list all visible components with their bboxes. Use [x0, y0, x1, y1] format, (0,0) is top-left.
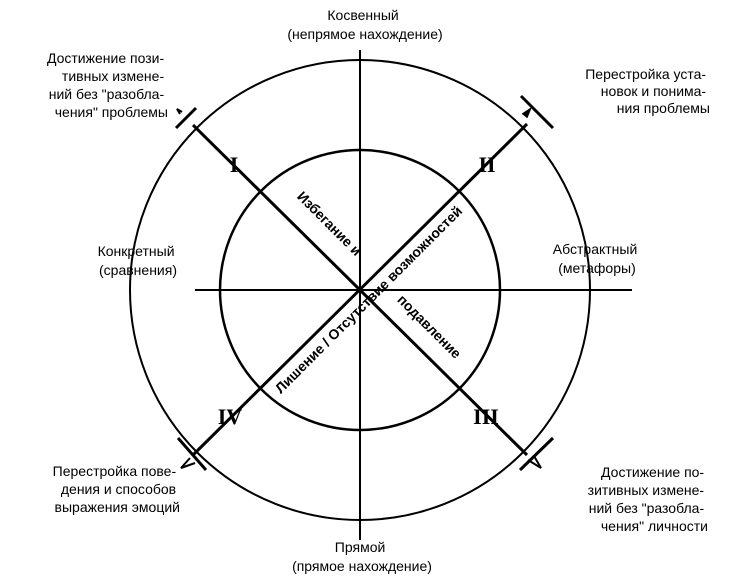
suppression-label: подавление [394, 291, 464, 361]
bottom-right-arrow-icon [527, 455, 542, 469]
top-left-arrow-icon [176, 108, 183, 115]
bottom-axis-label: Прямой (прямое нахождение) [292, 539, 432, 574]
right-axis-label: Абстрактный (метафоры) [553, 241, 641, 276]
bottom-left-arrow-icon [180, 457, 196, 469]
left-axis-label: Конкретный (сравнения) [98, 243, 179, 278]
quadrant-1-label: I [230, 152, 239, 177]
bottom-left-end-tick [176, 437, 208, 471]
bottom-right-end-tick [518, 436, 555, 472]
top-left-end-tick [174, 106, 198, 130]
bottom-right-corner-label: Достижение по- зитивных измене- ний без … [588, 464, 708, 534]
top-right-arrow-icon [521, 106, 533, 119]
avoidance-label: Избегание и [294, 188, 365, 259]
bottom-left-corner-label: Перестройка пове- дения и способов выраж… [53, 463, 180, 515]
top-axis-label: Косвенный (непрямое нахождение) [287, 7, 442, 42]
lower-right-diagonal-line [358, 288, 529, 457]
quadrant-2-label: II [478, 152, 495, 177]
quadrant-4-label: IV [218, 404, 243, 429]
top-left-corner-label: Достижение пози- тивных измене- ний без … [47, 50, 168, 120]
quadrant-3-label: III [473, 404, 499, 429]
upper-left-diagonal-line [191, 123, 362, 292]
top-right-end-tick [519, 94, 555, 130]
top-right-corner-label: Перестройка уста- новок и понима- ния пр… [585, 66, 710, 116]
